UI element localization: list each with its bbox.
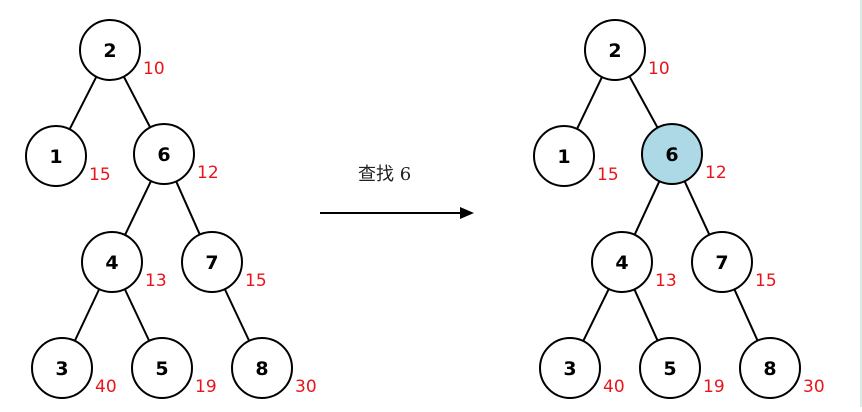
tree-node-3: 3 40 bbox=[31, 337, 117, 399]
node-circle bbox=[181, 231, 243, 293]
edge-4-5 bbox=[633, 288, 659, 342]
tree-node-6-highlighted: 6 12 bbox=[641, 123, 727, 185]
node-key: 6 bbox=[665, 144, 678, 166]
edge-2-1 bbox=[68, 76, 98, 130]
node-circle bbox=[639, 337, 701, 399]
tree-node-7: 7 15 bbox=[181, 231, 267, 293]
node-circle bbox=[81, 231, 143, 293]
node-circle bbox=[131, 337, 193, 399]
node-circle bbox=[25, 125, 87, 187]
tree-node-4: 4 13 bbox=[591, 231, 677, 293]
operation-arrow bbox=[320, 207, 474, 219]
node-key: 7 bbox=[715, 252, 728, 274]
tree-before: 2 10 1 15 6 12 4 13 7 15 3 40 5 19 8 30 bbox=[25, 19, 317, 399]
node-value: 10 bbox=[648, 59, 670, 79]
node-circle bbox=[533, 125, 595, 187]
node-value: 30 bbox=[803, 377, 825, 397]
tree-node-8: 8 30 bbox=[231, 337, 317, 399]
node-value: 13 bbox=[655, 271, 677, 291]
node-value: 15 bbox=[755, 271, 777, 291]
edge-6-4 bbox=[633, 180, 661, 236]
node-value: 13 bbox=[145, 271, 167, 291]
node-key: 4 bbox=[105, 252, 118, 274]
node-value: 30 bbox=[295, 377, 317, 397]
node-key: 2 bbox=[103, 40, 116, 62]
node-key: 5 bbox=[663, 358, 676, 380]
node-circle bbox=[691, 231, 753, 293]
edge-4-3 bbox=[73, 288, 101, 342]
edge-4-3 bbox=[582, 288, 610, 342]
edge-6-7 bbox=[175, 181, 201, 235]
edge-7-8 bbox=[223, 288, 251, 342]
node-key: 1 bbox=[49, 146, 62, 168]
arrow-head bbox=[460, 207, 474, 219]
node-circle bbox=[584, 19, 646, 81]
node-key: 8 bbox=[255, 358, 268, 380]
node-key: 2 bbox=[608, 40, 621, 62]
edge-7-8 bbox=[733, 288, 759, 342]
node-value: 19 bbox=[703, 377, 725, 397]
node-value: 15 bbox=[245, 271, 267, 291]
node-circle bbox=[79, 19, 141, 81]
edge-2-1 bbox=[576, 76, 603, 130]
node-value: 19 bbox=[195, 377, 217, 397]
node-value: 12 bbox=[197, 163, 219, 183]
node-circle bbox=[739, 337, 801, 399]
node-key: 7 bbox=[205, 252, 218, 274]
tree-node-8: 8 30 bbox=[739, 337, 825, 399]
node-circle bbox=[539, 337, 601, 399]
tree-node-3: 3 40 bbox=[539, 337, 625, 399]
node-key: 6 bbox=[157, 144, 170, 166]
node-circle bbox=[31, 337, 93, 399]
edge-6-7 bbox=[683, 180, 711, 236]
node-circle bbox=[133, 123, 195, 185]
tree-node-1: 1 15 bbox=[533, 125, 619, 187]
operation-label: 查找 6 bbox=[358, 164, 411, 185]
node-key: 4 bbox=[615, 252, 628, 274]
node-circle bbox=[641, 123, 703, 185]
node-key: 8 bbox=[763, 358, 776, 380]
node-value: 10 bbox=[143, 59, 165, 79]
node-value: 40 bbox=[603, 377, 625, 397]
node-value: 15 bbox=[89, 165, 111, 185]
tree-node-4: 4 13 bbox=[81, 231, 167, 293]
tree-node-5: 5 19 bbox=[131, 337, 217, 399]
node-value: 12 bbox=[705, 163, 727, 183]
node-key: 3 bbox=[55, 358, 68, 380]
edge-6-4 bbox=[124, 180, 152, 236]
node-value: 15 bbox=[597, 165, 619, 185]
tree-node-7: 7 15 bbox=[691, 231, 777, 293]
edge-2-6 bbox=[122, 76, 152, 128]
tree-node-2: 2 10 bbox=[79, 19, 165, 81]
node-key: 1 bbox=[557, 146, 570, 168]
edge-4-5 bbox=[123, 288, 151, 342]
tree-node-2: 2 10 bbox=[584, 19, 670, 81]
tree-node-1: 1 15 bbox=[25, 125, 111, 187]
tree-node-6: 6 12 bbox=[133, 123, 219, 185]
node-key: 5 bbox=[155, 358, 168, 380]
tree-after: 2 10 1 15 6 12 4 13 7 15 3 40 5 19 8 30 bbox=[533, 19, 825, 399]
node-circle bbox=[591, 231, 653, 293]
node-key: 3 bbox=[563, 358, 576, 380]
tree-node-5: 5 19 bbox=[639, 337, 725, 399]
node-value: 40 bbox=[95, 377, 117, 397]
right-border bbox=[860, 0, 862, 407]
edge-2-6 bbox=[628, 75, 659, 129]
node-circle bbox=[231, 337, 293, 399]
